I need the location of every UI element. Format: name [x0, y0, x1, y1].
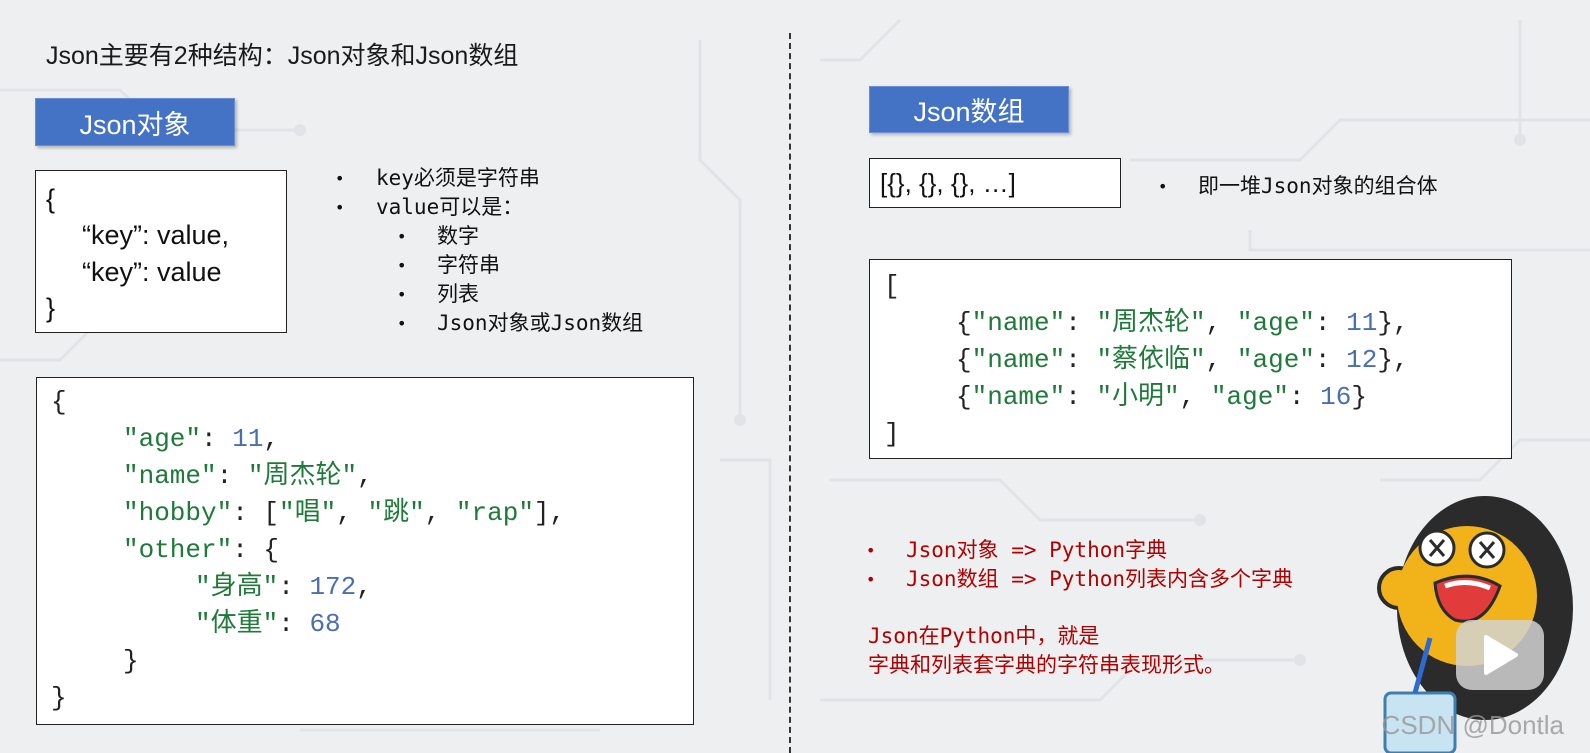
json-object-template-box: { “key”: value, “key”: value } — [35, 170, 287, 333]
list-item: •Json对象 => Python字典 — [866, 538, 1168, 562]
list-item: •value可以是： — [335, 195, 524, 219]
code-line: "other": { — [123, 535, 280, 565]
summary-line: 字典和列表套字典的字符串表现形式。 — [868, 653, 1225, 677]
template-line-1: “key”: value, — [82, 220, 230, 250]
code-line: "name": "周杰轮", — [123, 461, 373, 491]
list-item: •字符串 — [397, 253, 500, 277]
code-line: {"name": "周杰轮", "age": 11}, — [956, 308, 1409, 338]
list-item: •Json数组 => Python列表内含多个字典 — [866, 567, 1294, 591]
list-item: •key必须是字符串 — [335, 166, 540, 190]
python-mapping-notes: •Json对象 => Python字典 •Json数组 => Python列表内… — [866, 536, 1366, 594]
code-line: [ — [884, 271, 900, 301]
play-icon — [1484, 635, 1518, 675]
summary-line: Json在Python中，就是 — [868, 624, 1100, 648]
code-line: "体重": 68 — [195, 609, 341, 639]
code-line: "age": 11, — [123, 424, 280, 454]
list-item: •即一堆Json对象的组合体 — [1158, 174, 1438, 198]
code-line: ] — [884, 419, 900, 449]
json-array-shape-box: [{}, {}, {}, …] — [869, 158, 1121, 208]
code-line: { — [51, 387, 67, 417]
json-object-label: Json对象 — [35, 98, 235, 146]
page-title: Json主要有2种结构：Json对象和Json数组 — [46, 42, 519, 70]
list-item: •列表 — [397, 282, 479, 306]
json-object-example-box: { "age": 11, "name": "周杰轮", "hobby": ["唱… — [36, 377, 694, 725]
list-item: •Json对象或Json数组 — [397, 311, 644, 335]
play-button[interactable] — [1456, 620, 1544, 690]
code-line: "hobby": ["唱", "跳", "rap"], — [123, 498, 566, 528]
json-array-desc: •即一堆Json对象的组合体 — [1158, 172, 1578, 201]
section-divider — [789, 33, 791, 753]
code-line: {"name": "小明", "age": 16} — [956, 382, 1367, 412]
template-close-brace: } — [46, 293, 56, 323]
watermark: CSDN @Dontla — [1381, 710, 1564, 740]
list-item: •数字 — [397, 224, 479, 248]
code-line: {"name": "蔡依临", "age": 12}, — [956, 345, 1409, 375]
code-line: "身高": 172, — [195, 572, 372, 602]
json-object-rules: •key必须是字符串 •value可以是： •数字 •字符串 •列表 •Json… — [335, 164, 695, 338]
array-shape-text: [{}, {}, {}, …] — [880, 168, 1016, 198]
code-line: } — [123, 646, 139, 676]
summary-note: Json在Python中，就是 字典和列表套字典的字符串表现形式。 — [868, 622, 1348, 680]
template-line-2: “key”: value — [82, 257, 222, 287]
json-array-label: Json数组 — [869, 86, 1069, 133]
json-array-example-box: [ {"name": "周杰轮", "age": 11}, {"name": "… — [869, 259, 1512, 459]
template-open-brace: { — [46, 184, 56, 214]
code-line: } — [51, 683, 67, 713]
